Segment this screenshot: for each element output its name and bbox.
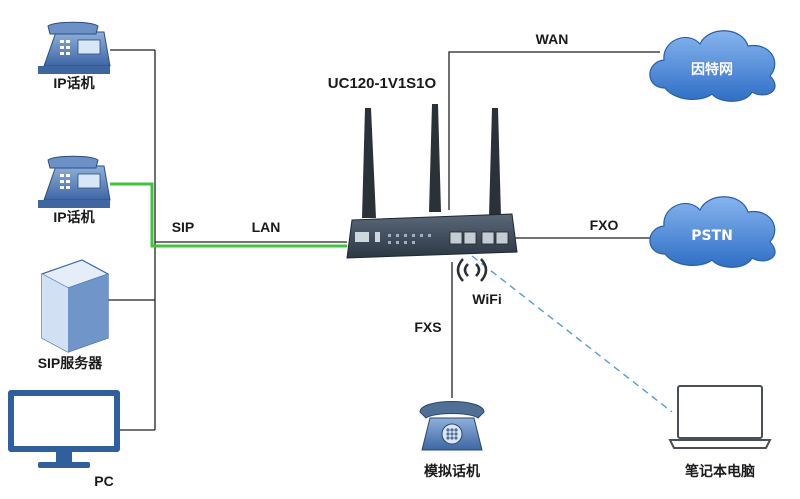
ip-phone-1-label: IP话机 [53,75,94,91]
sip-signal-line [110,182,347,248]
lan-label: LAN [252,219,281,235]
laptop-label: 笔记本电脑 [685,463,755,479]
laptop-icon [668,385,772,449]
sip-server-label: SIP服务器 [38,355,104,371]
fxo-label: FXO [590,217,619,233]
internet-cloud-label: 因特网 [691,61,733,78]
device-model-label: UC120-1V1S1O [328,75,437,92]
gateway-device [346,104,518,259]
ip-phone-2-label: IP话机 [53,209,94,225]
wifi-label: WiFi [472,291,501,307]
wifi-icon [456,258,488,282]
connection-lines [108,49,660,431]
ip-phone-icon [38,155,111,208]
pc-label: PC [94,473,113,489]
wifi-link [471,255,673,413]
antenna [429,104,441,212]
pstn-cloud-label: PSTN [691,228,733,244]
wan-link [448,51,660,210]
analog-phone-icon [419,401,485,451]
ip-phone-icon [38,21,111,74]
wan-label: WAN [536,31,569,47]
internet-cloud-icon [649,30,776,102]
fxs-label: FXS [414,319,441,335]
pc-monitor-icon [8,390,120,468]
antenna [362,108,376,218]
antenna [489,108,501,216]
pstn-cloud-icon [649,196,776,268]
server-icon [40,259,110,353]
analog-phone-label: 模拟话机 [424,463,480,479]
sip-label: SIP [172,219,195,235]
